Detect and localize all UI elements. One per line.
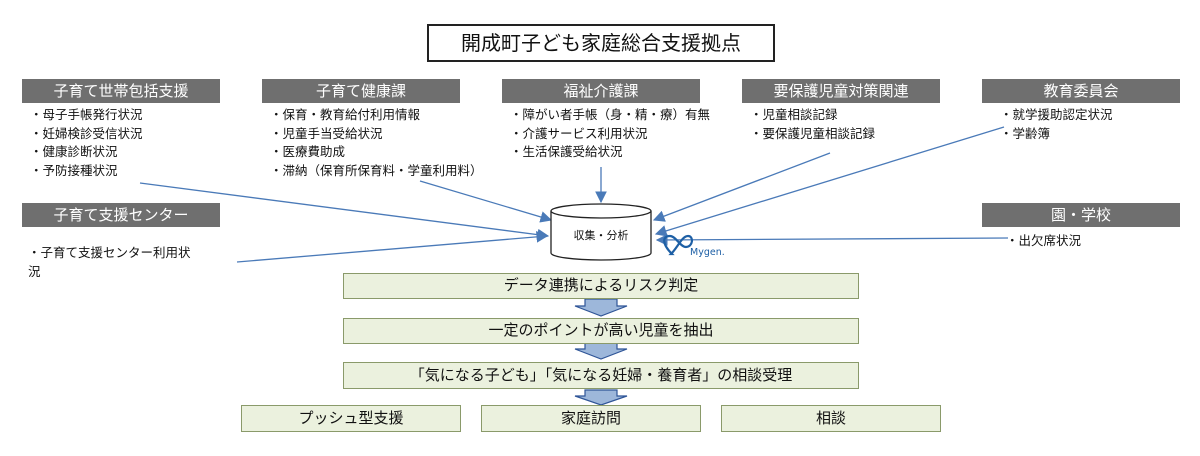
list-item: ・健康診断状況 [30, 144, 118, 159]
flow-arrow-icon [574, 342, 628, 360]
list-item: ・児童相談記録 [750, 107, 838, 122]
diagram-title: 開成町子ども家庭総合支援拠点 [427, 24, 775, 62]
category-fukushi-kaigo: 福祉介護課 [502, 79, 700, 103]
mygen-logo-icon [663, 234, 693, 256]
outcome-home-visit: 家庭訪問 [481, 405, 701, 432]
list-item: ・母子手帳発行状況 [30, 107, 143, 122]
arrow-line [236, 231, 549, 263]
items-kyoiku: ・就学援助認定状況 ・学齢簿 [1000, 106, 1113, 143]
items-center: ・子育て支援センター利用状 況 [28, 244, 191, 281]
mygen-logo-text: Mygen. [690, 247, 725, 258]
items-kosodate-kenko: ・保育・教育給付利用情報 ・児童手当受給状況 ・医療費助成 ・滞納（保育所保育料… [270, 106, 483, 180]
arrow-line [419, 180, 553, 223]
category-en-gakko: 園・学校 [982, 203, 1180, 227]
items-fukushi-kaigo: ・障がい者手帳（身・精・療）有無 ・介護サービス利用状況 ・生活保護受給状況 [510, 106, 710, 162]
arrow-line [655, 234, 1009, 246]
list-item: ・就学援助認定状況 [1000, 107, 1113, 122]
hub-label: 収集・分析 [573, 229, 629, 242]
outcome-push-support: プッシュ型支援 [241, 405, 461, 432]
list-item: ・生活保護受給状況 [510, 144, 623, 159]
flow-arrow-icon [574, 298, 628, 317]
category-kosodate-setai: 子育て世帯包括支援 [22, 79, 220, 103]
category-center: 子育て支援センター [22, 203, 220, 227]
list-item: ・介護サービス利用状況 [510, 125, 648, 141]
list-item: ・妊婦検診受信状況 [30, 125, 143, 141]
items-yohogo: ・児童相談記録 ・要保護児童相談記録 [750, 106, 875, 143]
outcome-consultation: 相談 [721, 405, 941, 432]
list-item: ・要保護児童相談記録 [750, 125, 876, 141]
flow-arrow-icon [574, 389, 628, 406]
list-item: ・児童手当受給状況 [270, 125, 383, 141]
list-item: 況 [28, 263, 41, 279]
list-item: ・出欠席状況 [1006, 233, 1082, 248]
list-item: ・滞納（保育所保育料・学童利用料） [270, 162, 483, 178]
category-kyoiku: 教育委員会 [982, 79, 1180, 103]
flow-step-extract: 一定のポイントが高い児童を抽出 [343, 318, 859, 344]
category-kosodate-kenko: 子育て健康課 [262, 79, 460, 103]
flow-step-risk: データ連携によるリスク判定 [343, 273, 859, 299]
arrow-line [652, 152, 831, 222]
items-kosodate-setai: ・母子手帳発行状況 ・妊婦検診受信状況 ・健康診断状況 ・予防接種状況 [30, 106, 143, 180]
list-item: ・障がい者手帳（身・精・療）有無 [510, 107, 711, 122]
items-en-gakko: ・出欠席状況 [1006, 232, 1081, 251]
list-item: ・子育て支援センター利用状 [28, 245, 191, 260]
category-yohogo: 要保護児童対策関連 [742, 79, 940, 103]
list-item: ・学齢簿 [1000, 125, 1051, 141]
list-item: ・予防接種状況 [30, 162, 118, 178]
list-item: ・保育・教育給付利用情報 [270, 107, 421, 122]
list-item: ・医療費助成 [270, 144, 346, 159]
flow-step-consult: 「気になる子ども」「気になる妊婦・養育者」の相談受理 [343, 362, 859, 389]
